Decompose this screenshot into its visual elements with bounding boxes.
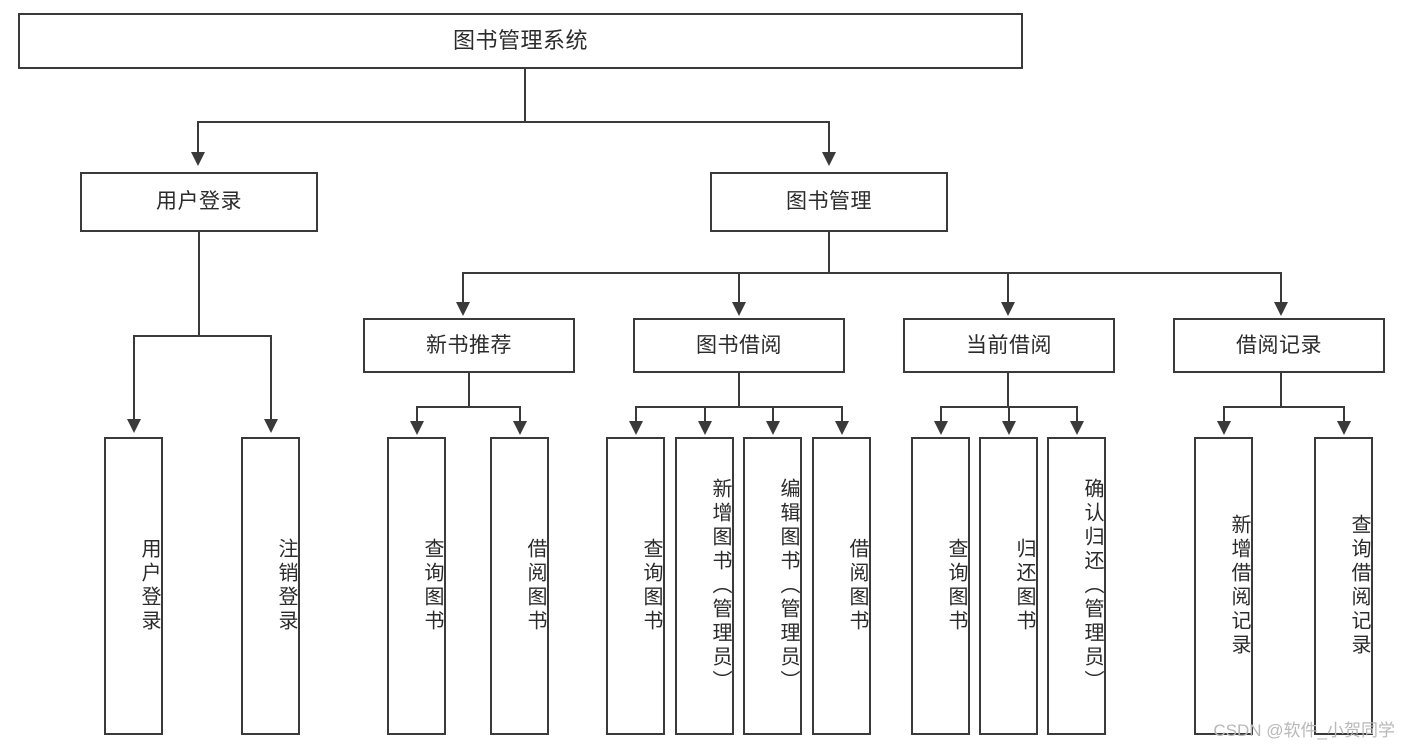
connector-borrow-record-to-leaf-2 [1343,406,1345,423]
connector-root-stem [524,69,526,122]
node-user-login[interactable]: 用户登录 [80,172,318,232]
node-label: 借阅记录 [1236,333,1322,357]
connector-book-manage-to-current-borrow [1007,272,1009,304]
arrow-book-borrow-to-leaf-3 [766,421,780,435]
connector-new-book-bus [416,406,521,408]
node-new-book-recommend[interactable]: 新书推荐 [363,318,575,373]
arrow-root-to-user-login [191,152,205,166]
connector-borrow-record-stem [1280,373,1282,407]
node-label: 当前借阅 [966,333,1052,357]
node-book-management[interactable]: 图书管理 [710,172,948,232]
arrow-current-borrow-to-leaf-1 [934,421,948,435]
connector-user-login-bus [133,335,270,337]
connector-book-borrow-to-leaf-3 [772,406,774,423]
node-root-system[interactable]: 图书管理系统 [18,13,1023,69]
node-label: 编辑图书（管理员） [777,478,799,694]
node-label: 新增图书（管理员） [709,478,731,694]
leaf-book-borrow-add-book-admin[interactable]: 新增图书（管理员） [675,437,734,735]
arrow-book-borrow-to-leaf-1 [629,421,643,435]
node-label: 图书借阅 [696,333,782,357]
connector-current-borrow-to-leaf-3 [1076,406,1078,423]
arrow-book-manage-to-book-borrow [732,302,746,316]
leaf-borrow-record-query-record[interactable]: 查询借阅记录 [1314,437,1373,735]
node-label: 借阅图书 [846,538,868,634]
node-label: 图书管理 [786,190,872,214]
leaf-new-book-borrow-book[interactable]: 借阅图书 [490,437,549,735]
connector-user-login-stem [198,232,200,336]
leaf-book-borrow-edit-book-admin[interactable]: 编辑图书（管理员） [743,437,802,735]
arrow-book-manage-to-borrow-record [1274,302,1288,316]
arrow-new-book-to-leaf-2 [513,421,527,435]
connector-new-book-stem [468,373,470,407]
connector-borrow-record-to-leaf-1 [1223,406,1225,423]
node-label: 新增借阅记录 [1228,514,1250,658]
connector-book-manage-bus [462,272,1280,274]
arrow-borrow-record-to-leaf-1 [1217,421,1231,435]
connector-root-to-user-login [197,121,199,154]
connector-root-to-book-manage [828,121,830,154]
node-label: 查询借阅记录 [1348,514,1370,658]
arrow-borrow-record-to-leaf-2 [1337,421,1351,435]
connector-current-borrow-stem [1007,373,1009,407]
connector-current-borrow-to-leaf-2 [1008,406,1010,423]
connector-borrow-record-bus [1223,406,1344,408]
node-borrow-record[interactable]: 借阅记录 [1173,318,1385,373]
connector-new-book-to-leaf-1 [416,406,418,423]
leaf-current-borrow-return-book[interactable]: 归还图书 [979,437,1038,735]
connector-user-login-to-leaf-1 [133,335,135,421]
node-label: 确认归还（管理员） [1081,478,1103,694]
node-label: 查询图书 [421,538,443,634]
node-label: 查询图书 [640,538,662,634]
leaf-borrow-record-add-record[interactable]: 新增借阅记录 [1194,437,1253,735]
connector-book-manage-to-book-borrow [738,272,740,304]
node-label: 新书推荐 [426,333,512,357]
arrow-book-manage-to-current-borrow [1001,302,1015,316]
connector-book-manage-to-new-book [462,272,464,304]
connector-user-login-to-leaf-2 [270,335,272,421]
leaf-logout-login[interactable]: 注销登录 [241,437,300,735]
arrow-book-borrow-to-leaf-2 [698,421,712,435]
arrow-book-manage-to-new-book [456,302,470,316]
node-label: 归还图书 [1013,538,1035,634]
connector-new-book-to-leaf-2 [519,406,521,423]
connector-root-bus [197,121,829,123]
node-book-borrow[interactable]: 图书借阅 [633,318,845,373]
node-label: 用户登录 [138,538,160,634]
connector-book-borrow-stem [738,373,740,407]
arrow-user-login-to-leaf-2 [264,419,278,433]
connector-book-manage-to-borrow-record [1280,272,1282,304]
leaf-user-login[interactable]: 用户登录 [104,437,163,735]
connector-book-borrow-bus [635,406,842,408]
arrow-current-borrow-to-leaf-3 [1070,421,1084,435]
connector-book-borrow-to-leaf-2 [704,406,706,423]
connector-book-borrow-to-leaf-4 [841,406,843,423]
connector-current-borrow-to-leaf-1 [940,406,942,423]
arrow-new-book-to-leaf-1 [410,421,424,435]
arrow-book-borrow-to-leaf-4 [835,421,849,435]
arrow-root-to-book-manage [822,152,836,166]
leaf-current-borrow-query-book[interactable]: 查询图书 [911,437,970,735]
node-label: 注销登录 [275,538,297,634]
node-label: 查询图书 [945,538,967,634]
leaf-book-borrow-query-book[interactable]: 查询图书 [606,437,665,735]
arrow-current-borrow-to-leaf-2 [1002,421,1016,435]
leaf-book-borrow-borrow-book[interactable]: 借阅图书 [812,437,871,735]
connector-book-manage-stem [828,232,830,274]
leaf-new-book-query-book[interactable]: 查询图书 [387,437,446,735]
node-label: 图书管理系统 [452,27,588,53]
arrow-user-login-to-leaf-1 [127,419,141,433]
leaf-current-borrow-confirm-return-admin[interactable]: 确认归还（管理员） [1047,437,1106,735]
node-label: 用户登录 [156,190,242,214]
node-current-borrow[interactable]: 当前借阅 [903,318,1115,373]
connector-book-borrow-to-leaf-1 [635,406,637,423]
node-label: 借阅图书 [524,538,546,634]
